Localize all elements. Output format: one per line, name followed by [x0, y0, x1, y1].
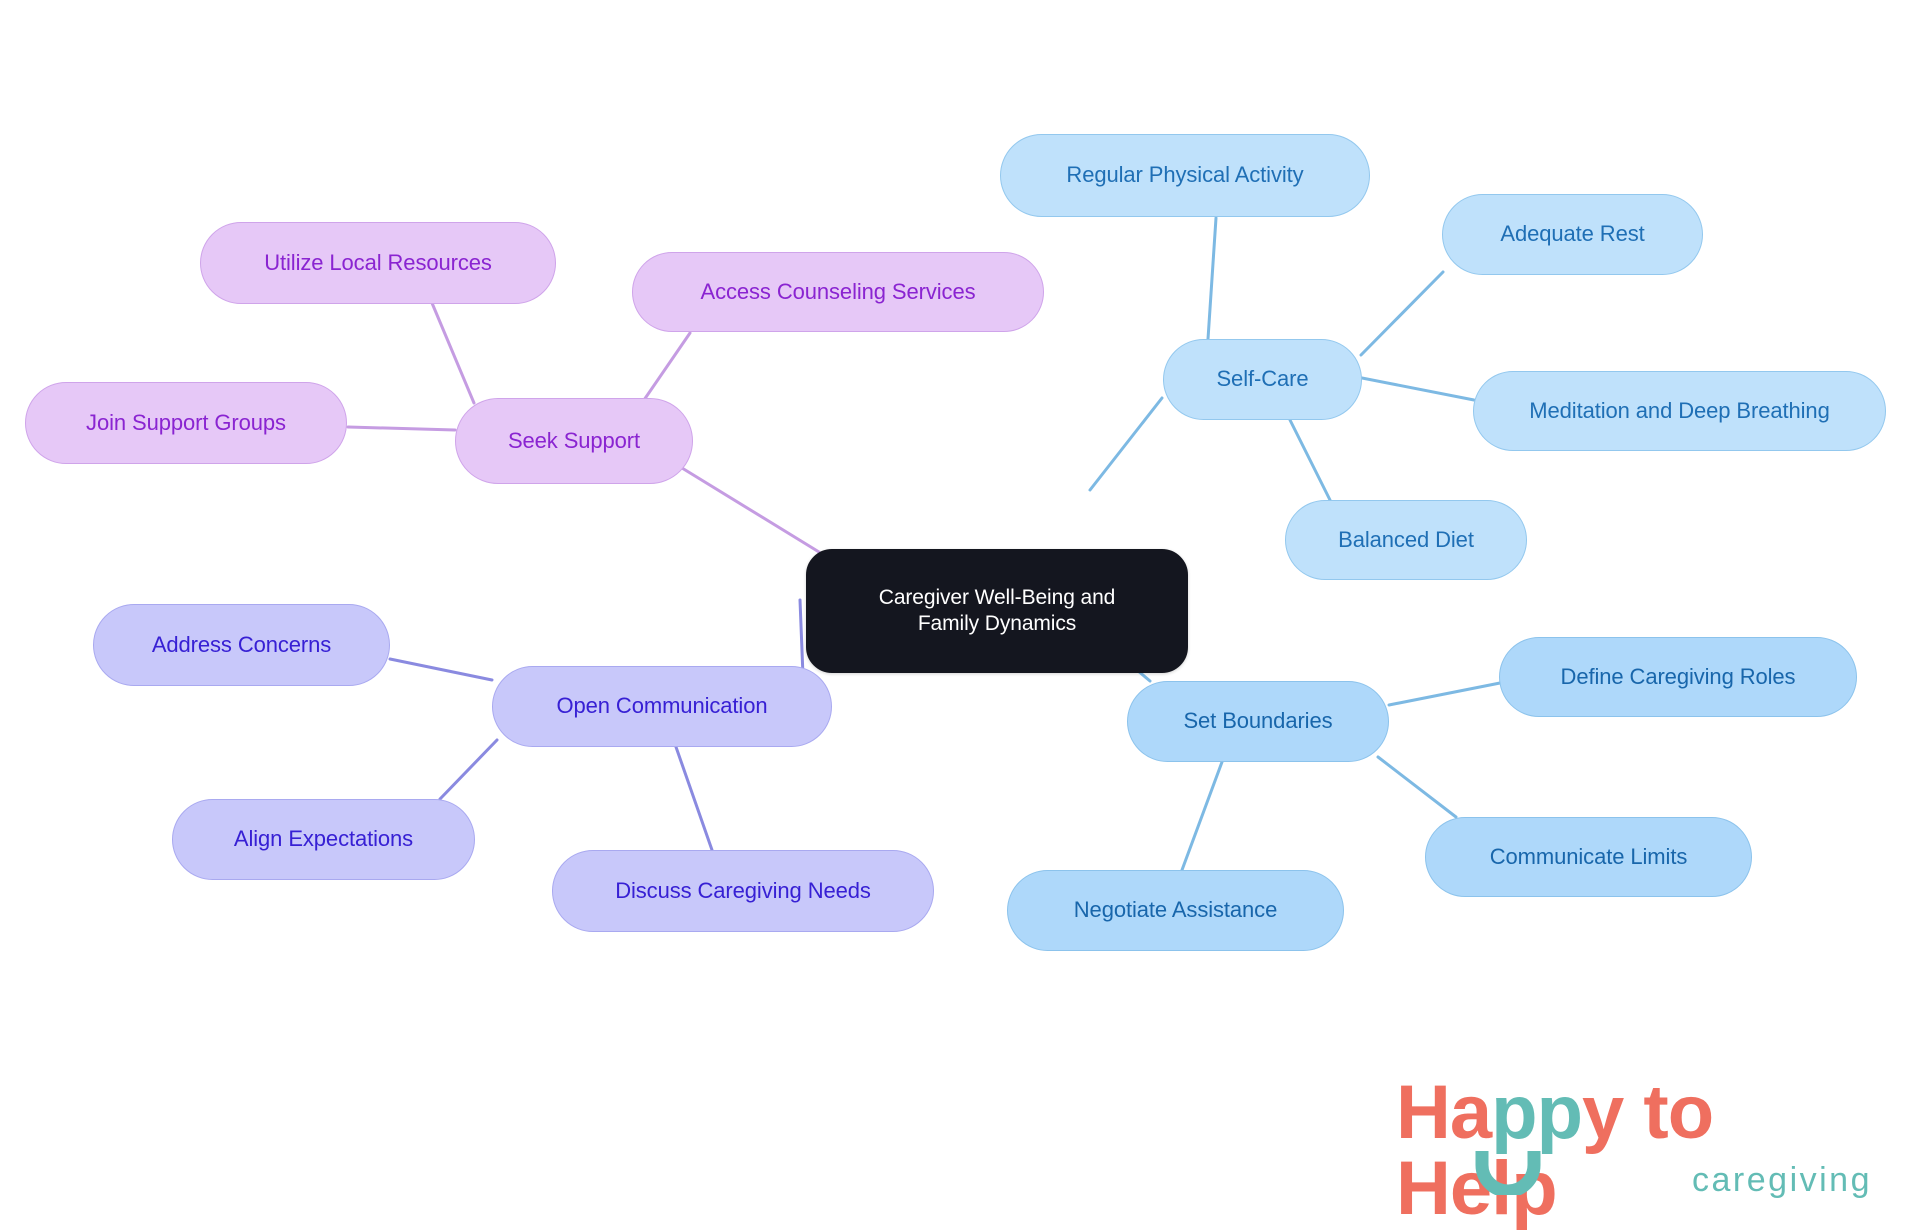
node-access-counseling-services[interactable]: Access Counseling Services	[632, 252, 1044, 332]
edge-set-boundaries-to-communicate-limits	[1376, 755, 1458, 819]
edge-open-communication-to-align-expectations	[438, 738, 499, 801]
logo-text-ha: Ha	[1396, 1070, 1492, 1155]
brand-logo: Happy to Help caregiving	[1396, 1075, 1876, 1227]
logo-tagline: caregiving	[1692, 1163, 1872, 1197]
logo-tagline-text: caregiving	[1692, 1161, 1872, 1199]
edge-self-care-to-meditation-and-deep-breathing	[1360, 376, 1476, 402]
edge-set-boundaries-to-define-caregiving-roles	[1387, 681, 1502, 707]
logo-text-pp: pp	[1491, 1070, 1583, 1155]
node-self-care[interactable]: Self-Care	[1163, 339, 1362, 420]
node-regular-physical-activity[interactable]: Regular Physical Activity	[1000, 134, 1370, 217]
smile-arc-icon	[1475, 1151, 1541, 1195]
node-meditation-and-deep-breathing[interactable]: Meditation and Deep Breathing	[1473, 371, 1886, 451]
node-open-communication[interactable]: Open Communication	[492, 666, 832, 747]
edge-seek-support-to-join-support-groups	[346, 425, 457, 432]
node-address-concerns[interactable]: Address Concerns	[93, 604, 390, 686]
node-define-caregiving-roles[interactable]: Define Caregiving Roles	[1499, 637, 1857, 717]
node-utilize-local-resources[interactable]: Utilize Local Resources	[200, 222, 556, 304]
node-adequate-rest[interactable]: Adequate Rest	[1442, 194, 1703, 275]
edge-seek-support-to-utilize-local-resources	[430, 301, 476, 405]
edge-open-communication-to-discuss-caregiving-needs	[674, 745, 714, 852]
edge-self-care-to-balanced-diet	[1288, 418, 1332, 502]
edge-root-to-open-communication	[798, 598, 805, 678]
node-join-support-groups[interactable]: Join Support Groups	[25, 382, 347, 464]
node-negotiate-assistance[interactable]: Negotiate Assistance	[1007, 870, 1344, 951]
edge-set-boundaries-to-negotiate-assistance	[1180, 760, 1224, 872]
node-balanced-diet[interactable]: Balanced Diet	[1285, 500, 1527, 580]
node-discuss-caregiving-needs[interactable]: Discuss Caregiving Needs	[552, 850, 934, 932]
edge-self-care-to-adequate-rest	[1359, 270, 1445, 357]
logo-wordmark: Happy to Help	[1396, 1075, 1876, 1227]
edge-root-to-self-care	[1088, 396, 1164, 492]
node-seek-support[interactable]: Seek Support	[455, 398, 693, 484]
node-communicate-limits[interactable]: Communicate Limits	[1425, 817, 1752, 897]
edge-open-communication-to-address-concerns	[388, 657, 494, 682]
edge-seek-support-to-access-counseling-services	[642, 331, 692, 402]
node-set-boundaries[interactable]: Set Boundaries	[1127, 681, 1389, 762]
node-root[interactable]: Caregiver Well-Being and Family Dynamics	[806, 549, 1188, 673]
edge-root-to-seek-support	[680, 466, 821, 554]
node-align-expectations[interactable]: Align Expectations	[172, 799, 475, 880]
edge-self-care-to-regular-physical-activity	[1206, 216, 1218, 341]
